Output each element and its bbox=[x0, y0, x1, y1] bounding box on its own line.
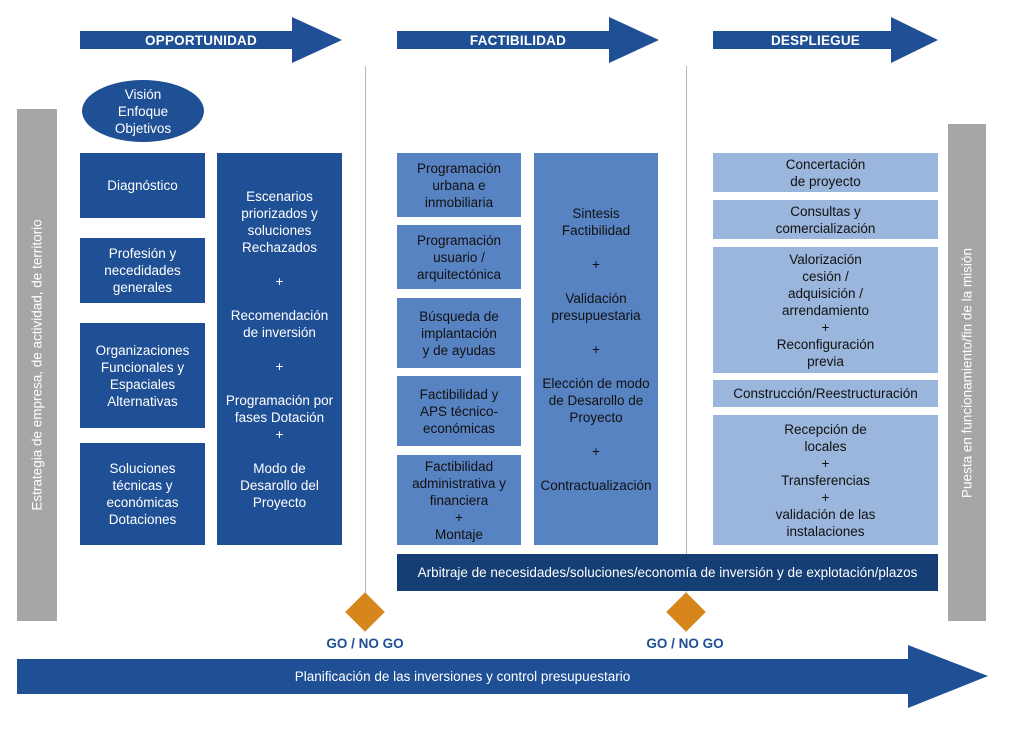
opportunity-box-organizaciones: Organizaciones Funcionales y Espaciales … bbox=[80, 323, 205, 428]
feasibility-box-implantacion: Búsqueda de implantación y de ayudas bbox=[397, 298, 521, 368]
commissioning-side-bar: Puesta en funcionamiento/fin de la misió… bbox=[948, 124, 986, 621]
phase-label-feasibility: FACTIBILIDAD bbox=[469, 32, 567, 48]
opportunity-box-profesion: Profesión y necedidades generales bbox=[80, 238, 205, 303]
strategy-side-bar: Estrategia de empresa, de actividad, de … bbox=[17, 109, 57, 621]
feasibility-box-usuario: Programación usuario / arquitectónica bbox=[397, 225, 521, 289]
feasibility-box-aps: Factibilidad y APS técnico- económicas bbox=[397, 376, 521, 446]
separator-line-1 bbox=[365, 66, 366, 606]
vision-oval: Visión Enfoque Objetivos bbox=[82, 80, 204, 142]
go-no-go-diamond-icon bbox=[345, 592, 385, 632]
go-no-go-label: GO / NO GO bbox=[326, 636, 404, 651]
opportunity-box-soluciones: Soluciones técnicas y económicas Dotacio… bbox=[80, 443, 205, 545]
phase-label-opportunity: OPPORTUNIDAD bbox=[145, 32, 257, 48]
arbitrage-bar: Arbitraje de necesidades/soluciones/econ… bbox=[397, 554, 938, 591]
go-no-go-label: GO / NO GO bbox=[646, 636, 724, 651]
planning-arrow-label: Planificación de las inversiones y contr… bbox=[294, 669, 631, 684]
feasibility-box-urbana: Programación urbana e inmobiliaria bbox=[397, 153, 521, 217]
go-no-go-diamond-icon bbox=[666, 592, 706, 632]
strategy-side-label: Estrategia de empresa, de actividad, de … bbox=[29, 219, 45, 511]
phase-label-deployment: DESPLIEGUE bbox=[770, 32, 861, 48]
arrow-shape-icon bbox=[80, 17, 342, 63]
feasibility-summary-box: Sintesis Factibilidad + Validación presu… bbox=[534, 153, 658, 545]
opportunity-box-diagnostico: Diagnóstico bbox=[80, 153, 205, 218]
deployment-box-construccion: Construcción/Reestructuración bbox=[713, 380, 938, 407]
separator-line-2 bbox=[686, 66, 687, 606]
deployment-box-recepcion: Recepción de locales + Transferencias + … bbox=[713, 415, 938, 545]
deployment-box-concertacion: Concertación de proyecto bbox=[713, 153, 938, 192]
arrow-shape-icon bbox=[17, 645, 988, 708]
arrow-shape-icon bbox=[397, 17, 659, 63]
phase-arrow-opportunity: OPPORTUNIDAD bbox=[80, 17, 342, 63]
planning-arrow: Planificación de las inversiones y contr… bbox=[17, 645, 988, 708]
commissioning-side-label: Puesta en funcionamiento/fin de la misió… bbox=[959, 247, 975, 498]
opportunity-summary-box: Escenarios priorizados y soluciones Rech… bbox=[217, 153, 342, 545]
phase-arrow-feasibility: FACTIBILIDAD bbox=[397, 17, 659, 63]
arrow-shape-icon bbox=[713, 17, 938, 63]
deployment-box-valorizacion: Valorización cesión / adquisición / arre… bbox=[713, 247, 938, 373]
phase-arrow-deployment: DESPLIEGUE bbox=[713, 17, 938, 63]
deployment-box-consultas: Consultas y comercialización bbox=[713, 200, 938, 239]
feasibility-box-administrativa: Factibilidad administrativa y financiera… bbox=[397, 455, 521, 545]
